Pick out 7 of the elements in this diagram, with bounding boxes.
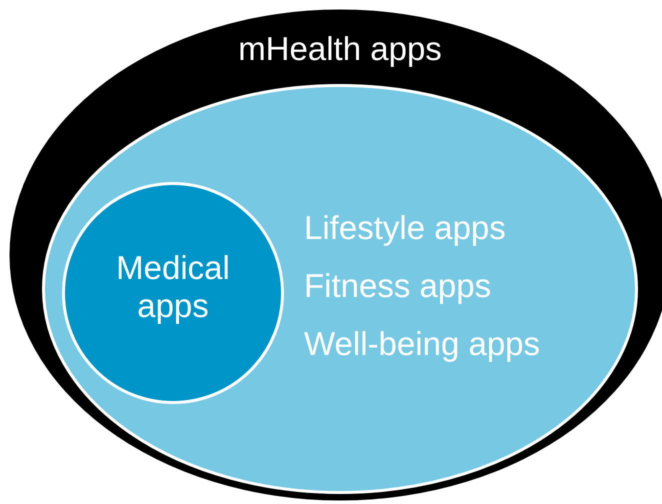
app-category-label: Fitness apps (304, 267, 492, 305)
app-category-label: Well-being apps (304, 325, 540, 363)
inner-ellipse (42, 84, 638, 494)
circle-label: Medical apps (115, 249, 231, 325)
circle (62, 182, 284, 404)
ellipse-title: mHealth apps (237, 30, 443, 68)
app-category-label: Lifestyle apps (304, 209, 506, 247)
